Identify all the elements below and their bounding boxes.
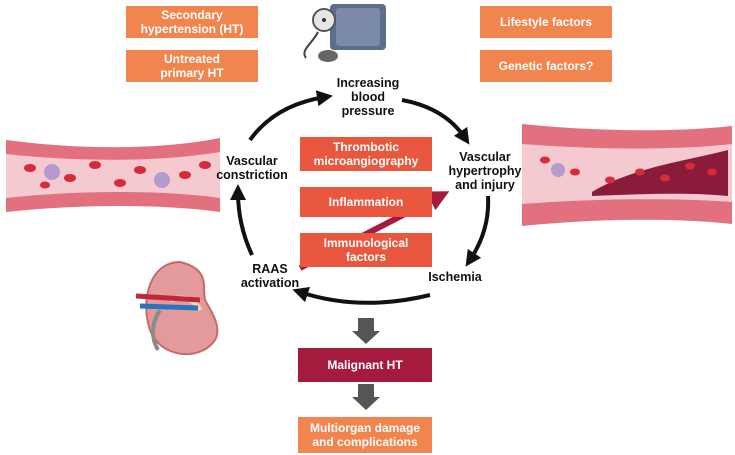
factor-box-genetic: Genetic factors? — [480, 50, 612, 82]
label-increasing-blood-pressure: Increasing blood pressure — [336, 76, 400, 118]
cycle-arrow-top-right — [401, 98, 470, 145]
cycle-arrow-bottom — [292, 286, 431, 305]
outcome-box-malignant-ht: Malignant HT — [298, 348, 432, 382]
center-box-thrombotic-microangiography: Thrombotic microangiography — [300, 137, 432, 171]
center-box-inflammation: Inflammation — [300, 187, 432, 217]
cycle-arrow-right — [465, 195, 491, 267]
factor-box-secondary-ht: Secondary hypertension (HT) — [126, 6, 258, 38]
kidney-icon — [135, 260, 219, 356]
label-raas-activation: RAAS activation — [240, 262, 300, 290]
blood-pressure-monitor-icon — [303, 4, 386, 62]
center-box-immunological-factors: Immunological factors — [300, 233, 432, 267]
outcome-arrows — [352, 318, 380, 410]
factor-box-lifestyle: Lifestyle factors — [480, 6, 612, 38]
cycle-arrows — [230, 90, 491, 305]
label-vascular-hypertrophy: Vascular hypertrophy and injury — [448, 150, 522, 192]
outcome-box-multiorgan-damage: Multiorgan damage and complications — [298, 417, 432, 453]
cycle-arrow-top-left — [248, 90, 333, 142]
label-vascular-constriction: Vascular constriction — [216, 154, 288, 182]
damaged-vessel-illustration — [522, 124, 732, 226]
cycle-arrow-left — [230, 184, 254, 256]
normal-vessel-illustration — [6, 138, 220, 212]
label-ischemia: Ischemia — [428, 270, 482, 284]
factor-box-untreated-primary-ht: Untreated primary HT — [126, 50, 258, 82]
